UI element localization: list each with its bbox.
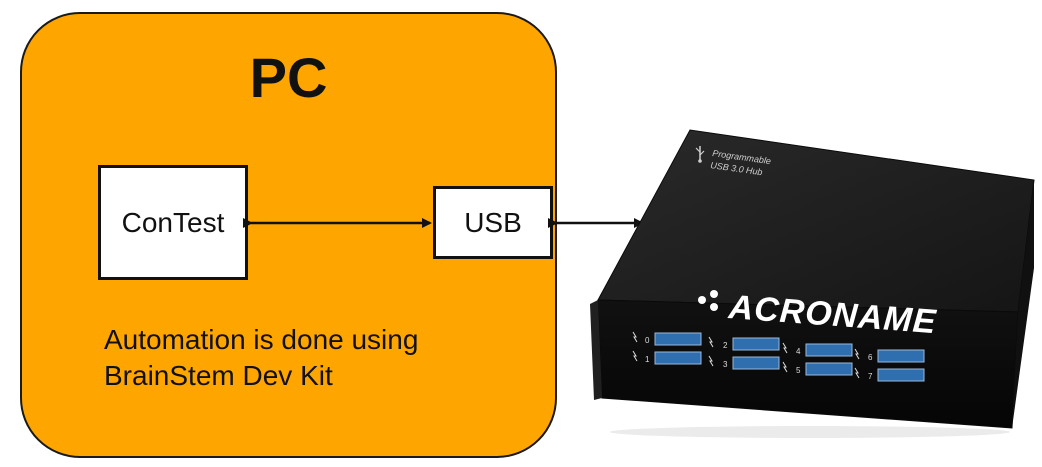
usb-label: USB [464,206,522,238]
note-line-2: BrainStem Dev Kit [104,360,333,391]
port-label-2: 2 [723,341,728,350]
usb-symbol-icon [695,146,705,163]
port-group-2-3: 2 3 [708,336,780,370]
note-line-1: Automation is done using [104,324,419,355]
pc-title: PC [249,46,328,109]
hub-ports: 0 1 2 3 4 5 [632,331,925,382]
acroname-logo-icon [698,290,718,311]
contest-label: ConTest [121,206,225,238]
port-label-1: 1 [645,355,650,364]
port-label-7: 7 [868,372,873,381]
port-label-6: 6 [868,353,873,362]
port-group-0-1: 0 1 [632,331,702,365]
contest-node: ConTest [98,165,248,280]
automation-note: Automation is done using BrainStem Dev K… [104,322,418,394]
usb-hub-image: Programmable USB 3.0 Hub ACRONAME 0 1 2 [590,129,1035,438]
port-label-5: 5 [796,366,801,375]
port-label-0: 0 [645,336,650,345]
port-label-3: 3 [723,360,728,369]
port-group-4-5: 4 5 [782,342,853,376]
port-group-6-7: 6 7 [854,348,925,382]
port-label-4: 4 [796,347,801,356]
